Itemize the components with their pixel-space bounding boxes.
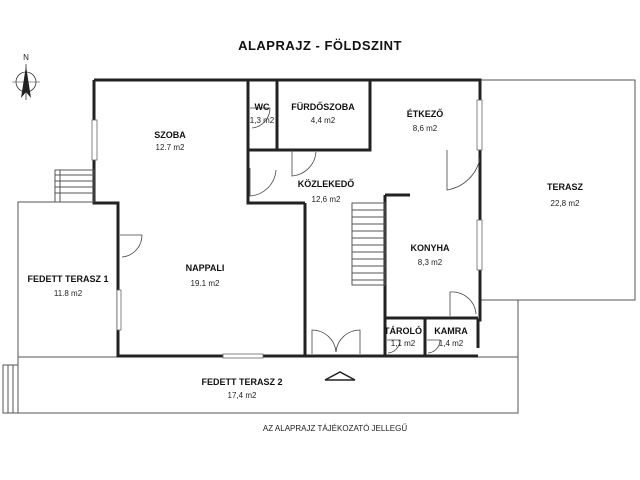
stairs-entry (54, 169, 95, 203)
room-area-kozlekedo: 12,6 m2 (312, 195, 341, 204)
compass-icon: N (12, 53, 40, 100)
room-area-terasz: 22,8 m2 (551, 199, 580, 208)
room-name-furdoszoba: FÜRDŐSZOBA (291, 101, 355, 112)
room-name-fedett-terasz-2: FEDETT TERASZ 2 (201, 377, 282, 387)
room-area-konyha: 8,3 m2 (418, 258, 443, 267)
doors (120, 107, 481, 354)
room-area-fedett-terasz-2: 17,4 m2 (228, 391, 257, 400)
disclaimer-footer: AZ ALAPRAJZ TÁJÉKOZATÓ JELLEGŰ (262, 424, 408, 433)
room-name-tarolo: TÁROLÓ (384, 325, 422, 336)
windows (91, 99, 483, 359)
room-name-kamra: KAMRA (434, 326, 468, 336)
room-name-szoba: SZOBA (154, 130, 186, 140)
room-name-kozlekedo: KÖZLEKEDŐ (298, 178, 355, 189)
room-area-tarolo: 1,1 m2 (391, 339, 416, 348)
room-area-furdoszoba: 4,4 m2 (311, 116, 336, 125)
entry-arrow-icon (324, 371, 356, 381)
room-name-nappali: NAPPALI (186, 263, 225, 273)
room-name-fedett-terasz-1: FEDETT TERASZ 1 (27, 274, 108, 284)
stairs-interior (351, 202, 386, 286)
room-area-nappali: 19.1 m2 (191, 279, 220, 288)
plan-title: ALAPRAJZ - FÖLDSZINT (238, 38, 402, 53)
room-area-szoba: 12.7 m2 (156, 143, 185, 152)
room-area-fedett-terasz-1: 11.8 m2 (54, 289, 83, 298)
room-area-etkezo: 8,6 m2 (413, 124, 438, 133)
room-area-kamra: 1,4 m2 (439, 339, 464, 348)
walls (92, 78, 482, 358)
outline-thin (2, 79, 636, 414)
room-name-terasz: TERASZ (547, 182, 584, 192)
compass-north-label: N (23, 53, 29, 62)
room-name-konyha: KONYHA (410, 243, 450, 253)
room-name-wc: WC (255, 102, 270, 112)
room-area-wc: 1,3 m2 (250, 116, 275, 125)
room-name-etkezo: ÉTKEZŐ (407, 108, 444, 119)
